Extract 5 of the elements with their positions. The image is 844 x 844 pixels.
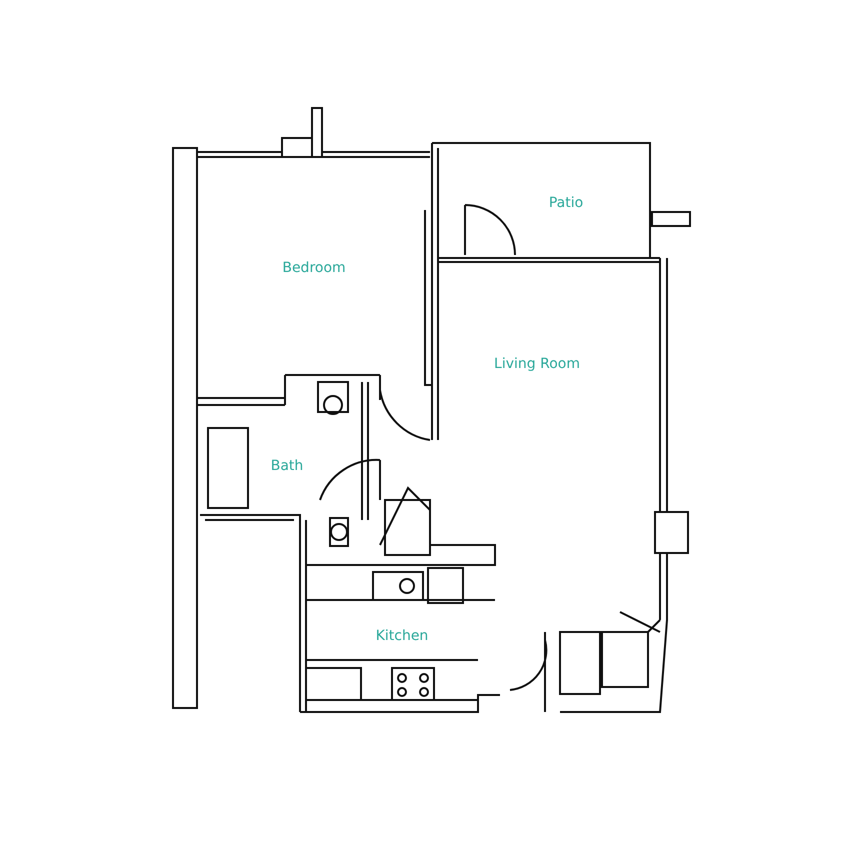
room-label: Living Room (494, 356, 580, 372)
room-label: Patio (548, 195, 584, 211)
room-label: Bedroom (282, 260, 346, 276)
room-label: Kitchen (376, 628, 428, 644)
room-label: Bath (270, 458, 304, 474)
